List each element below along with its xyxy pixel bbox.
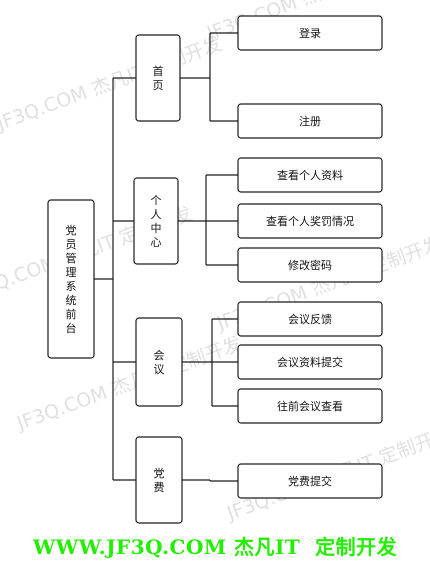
- leaf-node-label: 查看个人奖罚情况: [266, 214, 354, 228]
- category-node: [133, 177, 179, 265]
- root-node-label: 党员管理系统前台: [66, 224, 77, 335]
- leaf-node: [237, 388, 383, 424]
- category-node: [135, 34, 181, 122]
- category-node-label: 党费: [154, 467, 165, 494]
- category-node-label: 首页: [153, 64, 164, 92]
- leaf-node-label: 党费提交: [288, 474, 332, 488]
- leaf-node-label: 注册: [299, 114, 321, 128]
- leaf-node: [237, 301, 383, 337]
- leaf-node-label: 修改密码: [288, 258, 332, 272]
- leaf-node-label: 查看个人资料: [277, 168, 343, 182]
- leaf-node-label: 往前会议查看: [277, 399, 343, 413]
- root-node: [47, 199, 95, 359]
- leaf-node: [237, 203, 383, 239]
- leaf-node: [237, 103, 383, 139]
- connector-layer: [94, 32, 238, 482]
- leaf-node-label: 会议资料提交: [277, 355, 343, 369]
- leaf-node-label: 会议反馈: [288, 313, 332, 326]
- leaf-node: [237, 247, 383, 283]
- category-node-label: 个人中心: [151, 194, 162, 249]
- leaf-node-label: 登录: [299, 26, 321, 40]
- footer-banner: WWW.JF3Q.COM 杰凡IT 定制开发: [32, 535, 398, 559]
- leaf-node: [237, 15, 383, 51]
- leaf-node: [237, 463, 383, 499]
- category-node: [135, 317, 183, 407]
- leaf-node: [237, 157, 383, 193]
- category-node-label: 会议: [154, 349, 165, 376]
- category-node: [135, 436, 183, 524]
- leaf-node: [237, 344, 383, 380]
